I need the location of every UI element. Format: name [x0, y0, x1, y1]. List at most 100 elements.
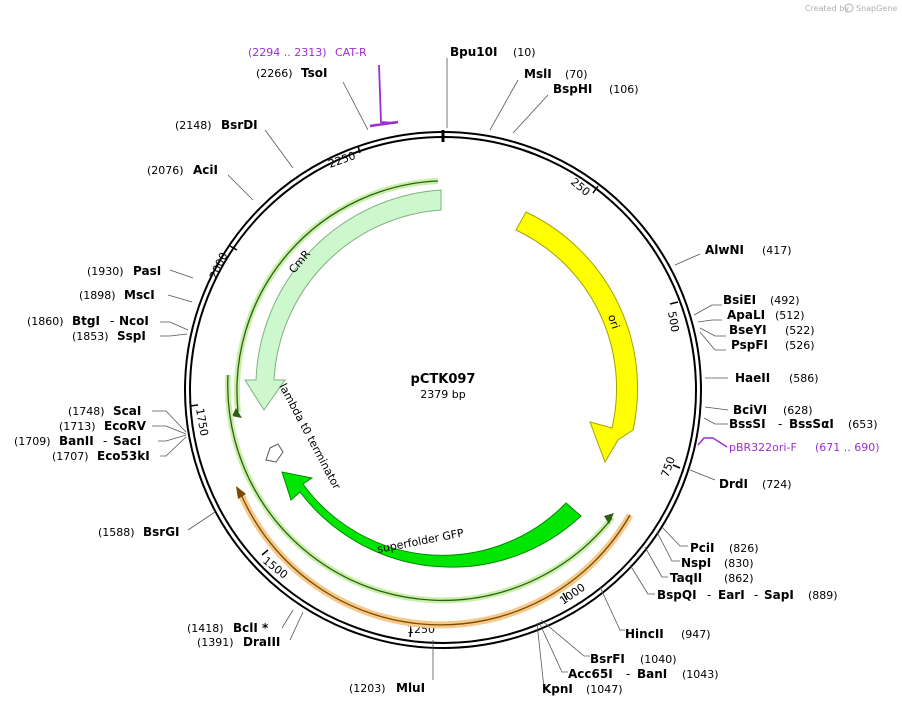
svg-text:(1203): (1203): [349, 682, 386, 695]
svg-text:(947): (947): [681, 628, 711, 641]
site-scai: (1748)ScaI: [68, 404, 141, 418]
terminator-icon: [265, 443, 284, 463]
primer-pbr-range: (671 .. 690): [815, 441, 880, 454]
svg-text:BsrGI: BsrGI: [143, 525, 180, 539]
svg-text:(70): (70): [565, 68, 588, 81]
green-track-lower-core: [227, 374, 613, 602]
svg-text:(526): (526): [785, 339, 815, 352]
site-draiii: (1391) DraIII: [197, 635, 280, 649]
credit-brand: SnapGene: [856, 4, 897, 13]
site-banii: (1709) BanII - SacI: [14, 434, 141, 448]
feature-ori-label: ori: [605, 313, 622, 331]
leader-lines-left: [152, 81, 434, 680]
svg-text:BsiEI: BsiEI: [723, 293, 756, 307]
site-bspqi: BspQI - EarI - SapI (889): [657, 588, 838, 602]
green-track-lower-head-icon: [604, 513, 614, 524]
svg-text:NcoI: NcoI: [119, 314, 149, 328]
svg-text:BspHI: BspHI: [553, 82, 592, 96]
orange-track-core: [239, 491, 631, 626]
svg-text:-: -: [103, 434, 107, 448]
svg-text:BtgI: BtgI: [72, 314, 100, 328]
tick-label-1750: 1750: [193, 407, 211, 437]
svg-text:NspI: NspI: [681, 556, 711, 570]
sites-left: (2266)TsoI (2148)BsrDI (2076)AciI (1930)…: [14, 66, 425, 695]
svg-text:ApaLI: ApaLI: [727, 308, 765, 322]
svg-text:(1930): (1930): [87, 265, 124, 278]
svg-text:(1043): (1043): [682, 668, 719, 681]
primer-pbr: pBR322ori-F (671 .. 690): [697, 437, 880, 454]
svg-text:TaqII: TaqII: [670, 571, 702, 585]
tick-label-2000: 2000: [207, 250, 231, 281]
svg-text:-: -: [754, 588, 758, 602]
svg-text:BssSαI: BssSαI: [789, 417, 834, 431]
svg-text:(492): (492): [770, 294, 800, 307]
svg-text:AciI: AciI: [193, 163, 218, 177]
svg-text:BsrFI: BsrFI: [590, 652, 625, 666]
svg-text:-: -: [110, 314, 114, 328]
primer-catr: (2294 .. 2313) CAT-R: [248, 46, 399, 128]
site-drdi: DrdI(724): [719, 477, 792, 491]
svg-text:(2148): (2148): [175, 119, 212, 132]
site-pspfi: PspFI (526): [731, 338, 815, 352]
svg-text:(1853): (1853): [72, 330, 109, 343]
feature-ori: [515, 211, 638, 464]
plasmid-length: 2379 bp: [420, 388, 465, 401]
svg-text:(10): (10): [513, 46, 536, 59]
svg-text:(1040): (1040): [640, 653, 677, 666]
svg-text:(1047): (1047): [586, 683, 623, 696]
site-ecorv: (1713)EcoRV: [59, 419, 147, 433]
site-bcli: (1418)BclI *: [187, 621, 269, 635]
feature-cmr: [244, 189, 442, 411]
tick-label-250: 250: [568, 175, 592, 198]
tick-marks: [189, 145, 681, 638]
svg-text:-: -: [778, 417, 782, 431]
svg-text:PasI: PasI: [133, 264, 161, 278]
svg-text:PciI: PciI: [690, 541, 715, 555]
svg-text:SapI: SapI: [764, 588, 794, 602]
svg-text:KpnI: KpnI: [542, 682, 573, 696]
site-apali: ApaLI (512): [727, 308, 805, 322]
svg-text:HincII: HincII: [625, 627, 664, 641]
site-bsphi: BspHI (106): [553, 82, 639, 96]
svg-text:EarI: EarI: [718, 588, 745, 602]
svg-text:(1860): (1860): [27, 315, 64, 328]
svg-text:-: -: [707, 588, 711, 602]
svg-text:(1707): (1707): [52, 450, 89, 463]
svg-text:(106): (106): [609, 83, 639, 96]
svg-text:ScaI: ScaI: [113, 404, 141, 418]
site-bsrgi: (1588)BsrGI: [98, 525, 180, 539]
svg-text:HaeII: HaeII: [735, 371, 770, 385]
feature-gfp-label: superfolder GFP: [376, 526, 465, 556]
svg-text:Eco53kI: Eco53kI: [97, 449, 150, 463]
svg-text:BclI *: BclI *: [233, 621, 269, 635]
green-track-upper-head-icon: [232, 408, 242, 418]
tick-label-500: 500: [665, 310, 681, 333]
svg-text:(2076): (2076): [147, 164, 184, 177]
site-pasi: (1930) PasI: [87, 264, 161, 278]
site-alwni: AlwNI(417): [705, 243, 792, 257]
tick-label-750: 750: [659, 455, 678, 479]
svg-text:BsrDI: BsrDI: [221, 118, 258, 132]
svg-text:DrdI: DrdI: [719, 477, 748, 491]
svg-text:(522): (522): [785, 324, 815, 337]
site-bsrfi: BsrFI (1040): [590, 652, 677, 666]
site-sspi: (1853)SspI: [72, 329, 146, 343]
svg-text:PspFI: PspFI: [731, 338, 768, 352]
snapgene-credit: Created by SnapGene: [805, 3, 897, 13]
leader-lines-right: [446, 58, 729, 690]
site-pcii: PciI (826): [690, 541, 759, 555]
svg-text:SacI: SacI: [113, 434, 141, 448]
svg-text:-: -: [626, 667, 630, 681]
site-kpni: KpnI (1047): [542, 682, 623, 696]
site-nspi: NspI(830): [681, 556, 754, 570]
site-mlui: (1203)MluI: [349, 681, 425, 695]
svg-text:(512): (512): [775, 309, 805, 322]
svg-text:Bpu10I: Bpu10I: [450, 45, 497, 59]
svg-text:(826): (826): [729, 542, 759, 555]
svg-text:DraIII: DraIII: [243, 635, 280, 649]
svg-text:BssSI: BssSI: [729, 417, 766, 431]
svg-text:(862): (862): [724, 572, 754, 585]
svg-text:(1391): (1391): [197, 636, 234, 649]
orange-track-head-icon: [236, 486, 246, 499]
